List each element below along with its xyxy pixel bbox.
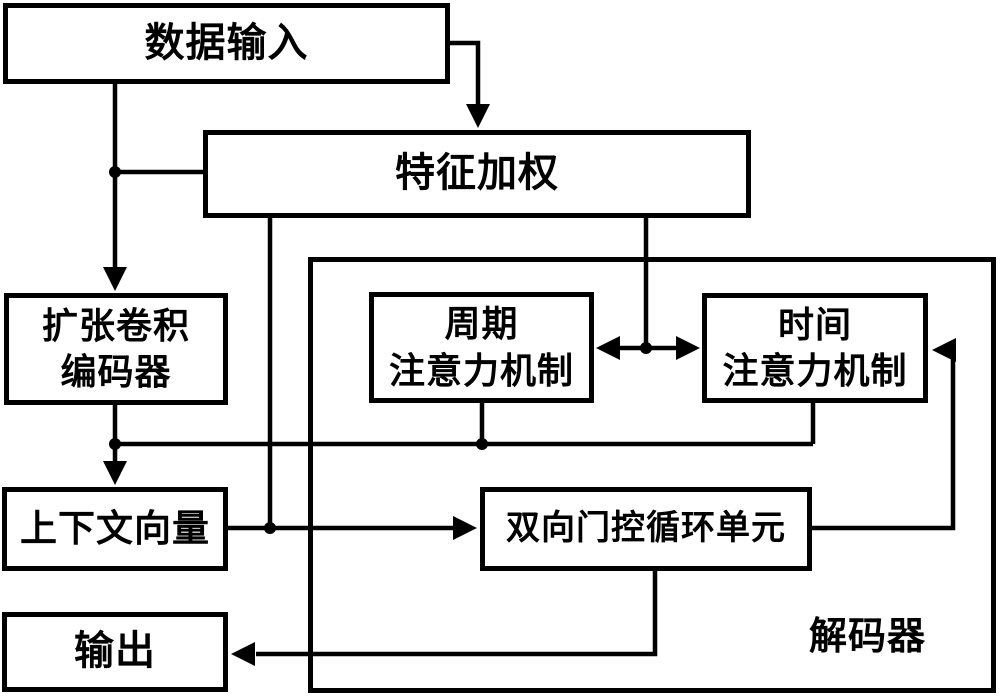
edge-attention-bus — [115, 403, 816, 447]
node-context-vector-label: 上下文向量 — [20, 508, 210, 550]
node-output: 输出 — [2, 612, 228, 692]
junction-dot — [640, 342, 652, 354]
node-periodic-attention: 周期 注意力机制 — [369, 292, 594, 403]
node-bigru: 双向门控循环单元 — [480, 487, 812, 571]
node-temporal-attention-label: 时间 注意力机制 — [722, 303, 908, 391]
edge-bigru-to-temporal-attention — [812, 338, 956, 531]
junction-dot — [109, 438, 121, 450]
junction-dot — [264, 522, 276, 534]
node-data-input: 数据输入 — [3, 3, 450, 84]
edge-encoder-to-context-vector — [103, 405, 127, 485]
junction-dot — [109, 166, 121, 178]
node-context-vector: 上下文向量 — [2, 487, 228, 571]
edge-data-input-to-feature-weighting-top — [450, 40, 490, 128]
node-dilated-conv-encoder: 扩张卷积 编码器 — [4, 293, 228, 405]
node-dilated-conv-encoder-label: 扩张卷积 编码器 — [41, 304, 190, 392]
node-output-label: 输出 — [74, 629, 156, 674]
node-feature-weighting-label: 特征加权 — [395, 151, 559, 196]
edge-feature-weighting-to-attention — [596, 218, 700, 360]
junction-dot — [476, 438, 488, 450]
node-temporal-attention: 时间 注意力机制 — [702, 293, 928, 403]
decoder-container-label: 解码器 — [808, 616, 926, 658]
node-periodic-attention-label: 周期 注意力机制 — [388, 303, 574, 391]
node-feature-weighting: 特征加权 — [203, 130, 751, 218]
edge-data-input-to-encoder — [103, 84, 127, 291]
node-data-input-label: 数据输入 — [144, 20, 309, 65]
junction-dots — [109, 166, 652, 534]
node-bigru-label: 双向门控循环单元 — [506, 509, 786, 548]
edge-bigru-to-output — [231, 571, 658, 666]
